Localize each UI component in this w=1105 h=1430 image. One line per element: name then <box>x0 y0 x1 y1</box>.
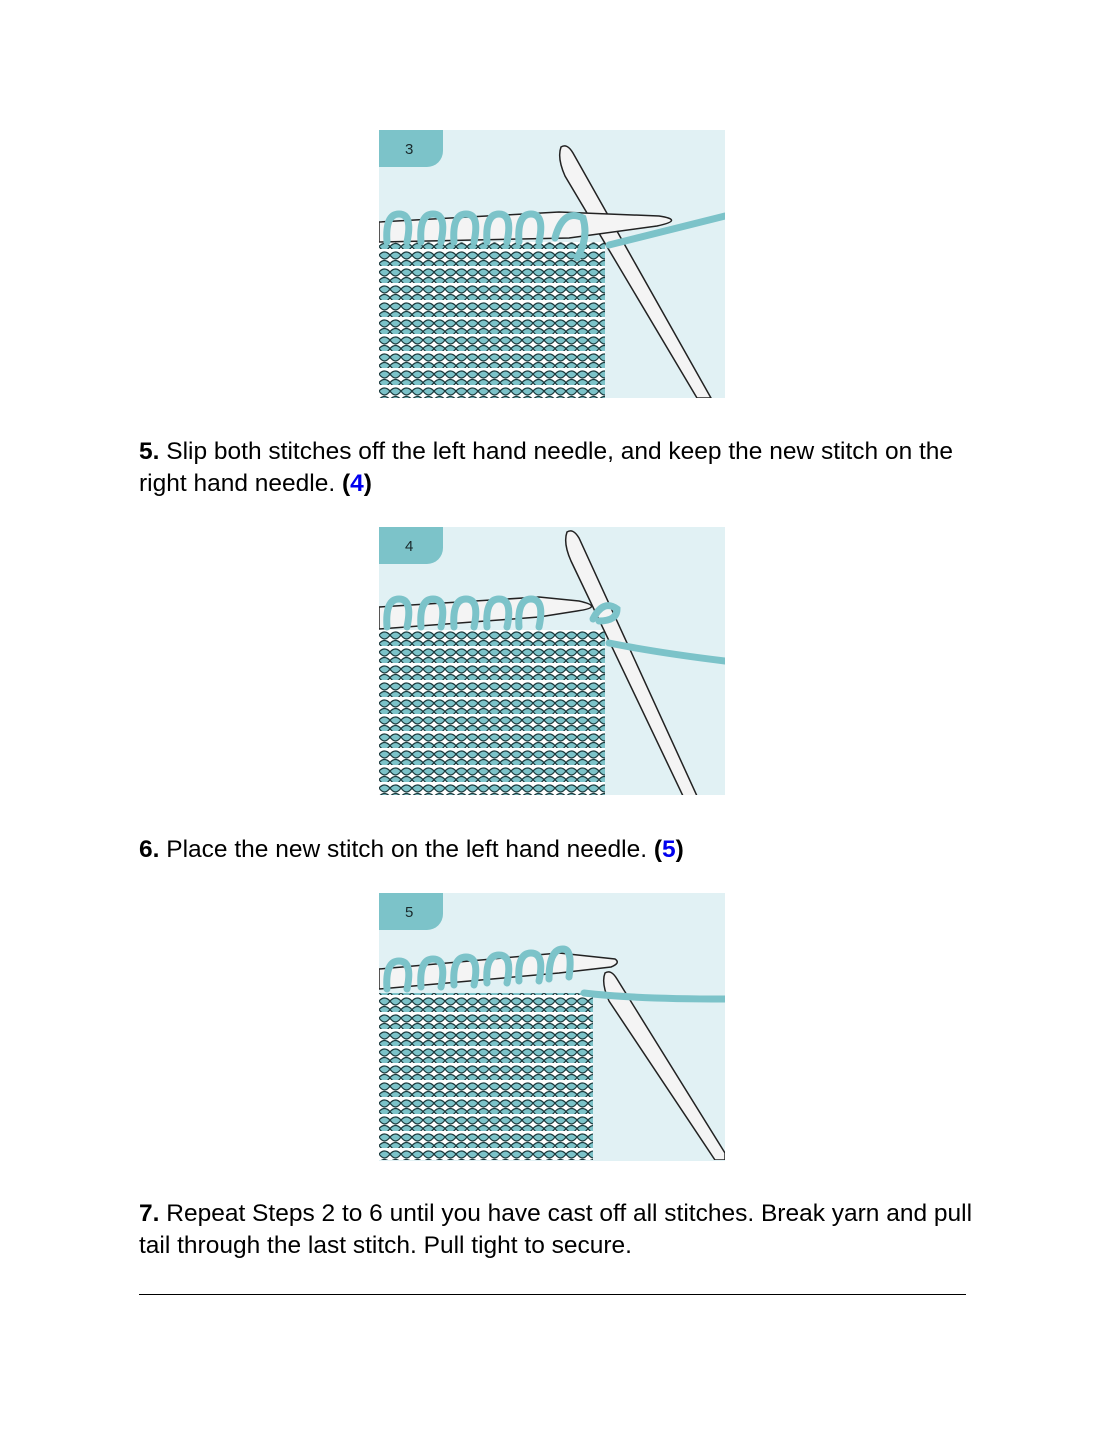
knitting-illustration <box>379 145 725 398</box>
step-text: Repeat Steps 2 to 6 until you have cast … <box>139 1200 973 1259</box>
footer-divider <box>139 1294 966 1295</box>
step-text: Slip both stitches off the left hand nee… <box>139 438 954 497</box>
knitted-fabric <box>379 630 605 795</box>
step-7-paragraph: 7. Repeat Steps 2 to 6 until you have ca… <box>139 1198 979 1262</box>
figure-label-tab: 4 <box>379 527 443 564</box>
knitting-illustration <box>379 945 725 1160</box>
figure-4-link[interactable]: 4 <box>350 470 364 497</box>
figure-5-link[interactable]: 5 <box>662 836 676 863</box>
illustration-step-4: 4 <box>379 527 725 795</box>
knitted-fabric <box>379 993 593 1160</box>
step-6-paragraph: 6. Place the new stitch on the left hand… <box>139 834 979 866</box>
step-number: 5. <box>139 438 160 465</box>
step-5-paragraph: 5. Slip both stitches off the left hand … <box>139 436 979 500</box>
knitted-fabric <box>379 242 605 398</box>
right-needle <box>602 971 725 1160</box>
right-needle <box>558 145 712 398</box>
illustration-step-3: 3 <box>379 130 725 398</box>
figure-label-tab: 3 <box>379 130 443 167</box>
step-text: Place the new stitch on the left hand ne… <box>159 836 654 863</box>
step-number: 6. <box>139 836 160 863</box>
paren-open: ( <box>341 470 351 497</box>
knitting-illustration <box>379 530 725 795</box>
step-number: 7. <box>139 1200 160 1227</box>
figure-label-tab: 5 <box>379 893 443 930</box>
right-needle <box>564 530 698 795</box>
illustration-step-5: 5 <box>379 893 725 1161</box>
paren-open: ( <box>653 836 663 863</box>
left-needle <box>379 952 618 990</box>
paren-close: ) <box>675 836 684 863</box>
paren-close: ) <box>363 470 372 497</box>
